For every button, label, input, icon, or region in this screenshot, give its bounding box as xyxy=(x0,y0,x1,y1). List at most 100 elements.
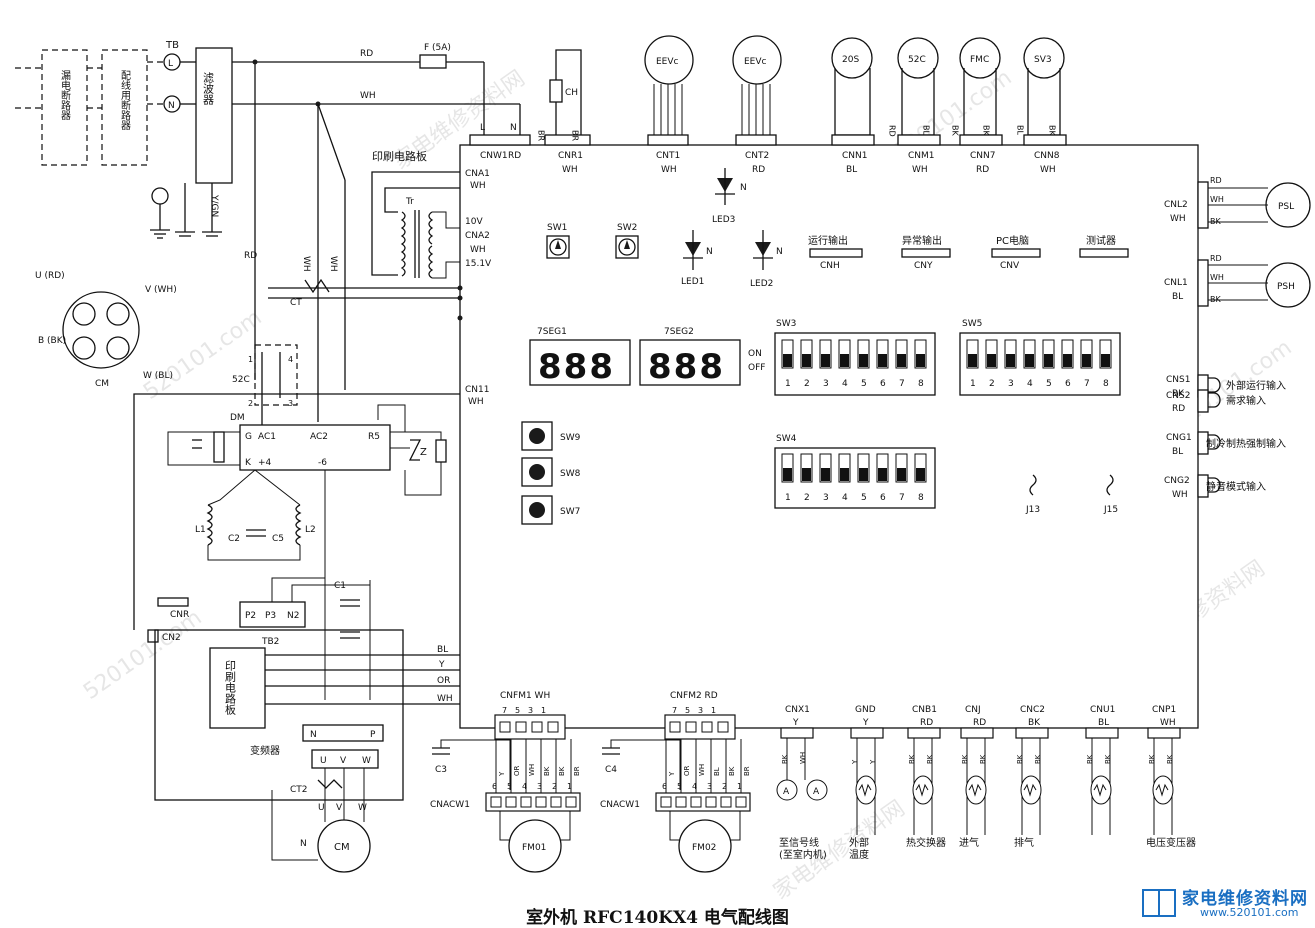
off-label: OFF xyxy=(748,363,765,373)
seg1-digits: 888 xyxy=(538,347,615,387)
cnn1-label: CNN1 xyxy=(842,151,867,161)
button-icon xyxy=(529,464,545,480)
socket-label: CNACW1 xyxy=(600,800,640,810)
ammeter-icon xyxy=(806,779,828,801)
coil xyxy=(959,37,1001,79)
socket-pin xyxy=(565,796,577,808)
cnl2-color: WH xyxy=(1170,214,1186,224)
site-logo: 家电维修资料网 www.520101.com xyxy=(1140,884,1310,922)
p-terminal-block xyxy=(239,601,306,628)
terminal-pin xyxy=(72,336,96,360)
cm-label: CM xyxy=(334,842,350,853)
plug-icon xyxy=(1208,392,1221,408)
dip-switch-sw3-frame xyxy=(774,332,936,396)
rd-label: RD xyxy=(1210,254,1222,263)
push-button-sw7[interactable]: SW7 xyxy=(521,495,580,525)
sensor-label: 外部 xyxy=(849,836,869,849)
dm-label: DM xyxy=(230,413,245,423)
dip-number: 4 xyxy=(842,379,848,389)
dip-number: 6 xyxy=(1065,379,1071,389)
terminal-pin xyxy=(106,302,130,326)
dip-number: 6 xyxy=(880,493,886,503)
sw5-label: SW5 xyxy=(962,319,982,329)
connector-pin xyxy=(717,721,729,733)
cnn7-color: RD xyxy=(976,165,989,175)
fuse xyxy=(419,54,447,69)
button-icon xyxy=(529,428,545,444)
wire xyxy=(432,211,460,229)
thermistor-icon xyxy=(1093,783,1107,797)
push-button-sw9[interactable]: SW9 xyxy=(521,421,581,451)
y-label: Y xyxy=(438,660,445,670)
plug-icon xyxy=(1208,434,1221,450)
led1: N LED1 xyxy=(681,230,713,287)
logo-url: www.520101.com xyxy=(1200,906,1299,919)
psl-label: PSL xyxy=(1278,202,1294,212)
ammeter-label: A xyxy=(783,787,790,797)
cnt1-connector xyxy=(647,134,689,146)
cnw1-label: CNW1 xyxy=(480,151,508,161)
w-label: W (BL) xyxy=(143,371,173,381)
terminal-pin xyxy=(72,302,96,326)
wh-label: WH xyxy=(470,245,486,255)
wire-color: BK xyxy=(1016,754,1024,764)
dip-number: 8 xyxy=(1103,379,1109,389)
k-label: K xyxy=(245,458,252,468)
thermistor-icon xyxy=(1023,783,1037,797)
cnt2-connector xyxy=(735,134,777,146)
wire-color: BR xyxy=(573,766,581,776)
led2-label: LED2 xyxy=(750,279,773,289)
wire-color: BK xyxy=(558,766,566,776)
mn-label: N xyxy=(300,839,307,849)
dip-lever-knob xyxy=(878,354,887,367)
dip-number: 8 xyxy=(918,379,924,389)
wire xyxy=(404,462,442,496)
dip-number: 1 xyxy=(970,379,976,389)
current-transformer xyxy=(304,278,330,294)
wire-color: Y xyxy=(668,771,676,777)
push-button-sw8[interactable]: SW8 xyxy=(521,457,581,487)
dip-number: 4 xyxy=(1027,379,1033,389)
thermistor-icon xyxy=(915,783,929,797)
p2-label: P2 xyxy=(245,611,256,621)
pin-number: 1 xyxy=(711,706,716,715)
rd-label: RD xyxy=(360,49,373,59)
u-out: U xyxy=(320,756,327,766)
c2-label: C2 xyxy=(228,534,240,544)
p-label: P xyxy=(370,730,376,740)
cnn1-color: BL xyxy=(846,165,857,175)
cnm1-label: CNM1 xyxy=(908,151,935,161)
wire xyxy=(610,739,681,790)
wire-color: BK xyxy=(908,754,916,764)
jumper-j15 xyxy=(1106,474,1114,496)
cng1-desc: 制冷制热强制输入 xyxy=(1206,437,1286,450)
output-label: 运行输出 xyxy=(808,234,848,247)
dip-lever-knob xyxy=(1006,354,1015,367)
tr-label: Tr xyxy=(405,197,414,207)
dip-lever-knob xyxy=(783,468,792,481)
pin-number: 2 xyxy=(552,782,557,791)
wh-label: WH xyxy=(1210,195,1224,204)
dip-lever-knob xyxy=(840,468,849,481)
dip-lever-knob xyxy=(802,354,811,367)
p4-label: +4 xyxy=(258,458,272,468)
wh-label: WH xyxy=(301,256,311,272)
tb-label: TB xyxy=(165,40,179,51)
pin-number: 3 xyxy=(528,706,533,715)
dip-lever-knob xyxy=(802,468,811,481)
socket-pin xyxy=(675,796,687,808)
sensor-connector-color: RD xyxy=(973,718,986,728)
socket-pin xyxy=(490,796,502,808)
dip-number: 7 xyxy=(899,379,905,389)
cnt1-label: CNT1 xyxy=(656,151,680,161)
capacitor-label: C3 xyxy=(435,765,447,775)
connector-body xyxy=(1197,389,1209,413)
pressure-switch-psl xyxy=(1265,182,1311,228)
transformer-secondary xyxy=(428,245,434,279)
output-cnv: PC电脑 CNV xyxy=(991,234,1041,271)
sensor-connector xyxy=(1147,727,1181,739)
filter-label: 滤波器 xyxy=(202,72,215,106)
